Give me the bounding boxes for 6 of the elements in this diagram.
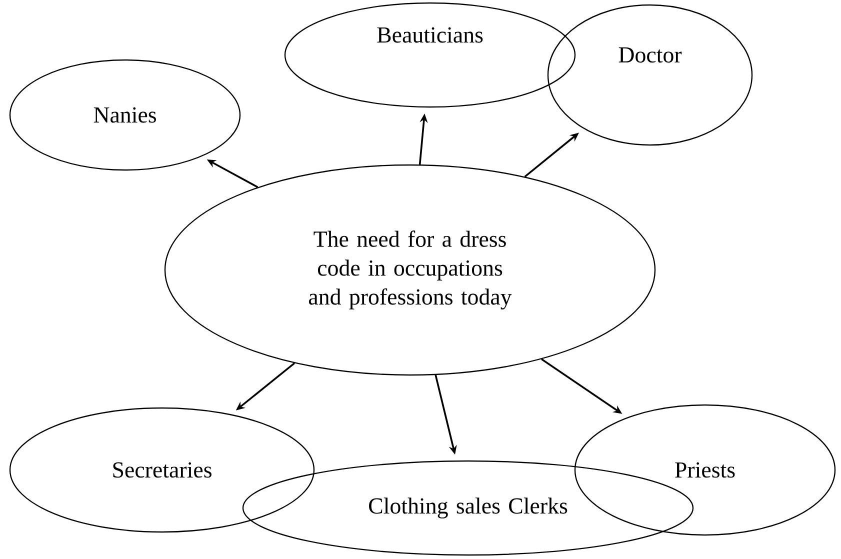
ellipse-node: Doctor <box>547 4 753 146</box>
ellipse-node: Beauticians <box>284 2 576 108</box>
ellipse-node: Secretaries <box>9 407 315 533</box>
ellipse-node: The need for a dress code in occupations and professions today <box>164 164 656 376</box>
ellipse-node: Nanies <box>9 59 241 171</box>
ellipse-node: Priests <box>574 404 836 536</box>
